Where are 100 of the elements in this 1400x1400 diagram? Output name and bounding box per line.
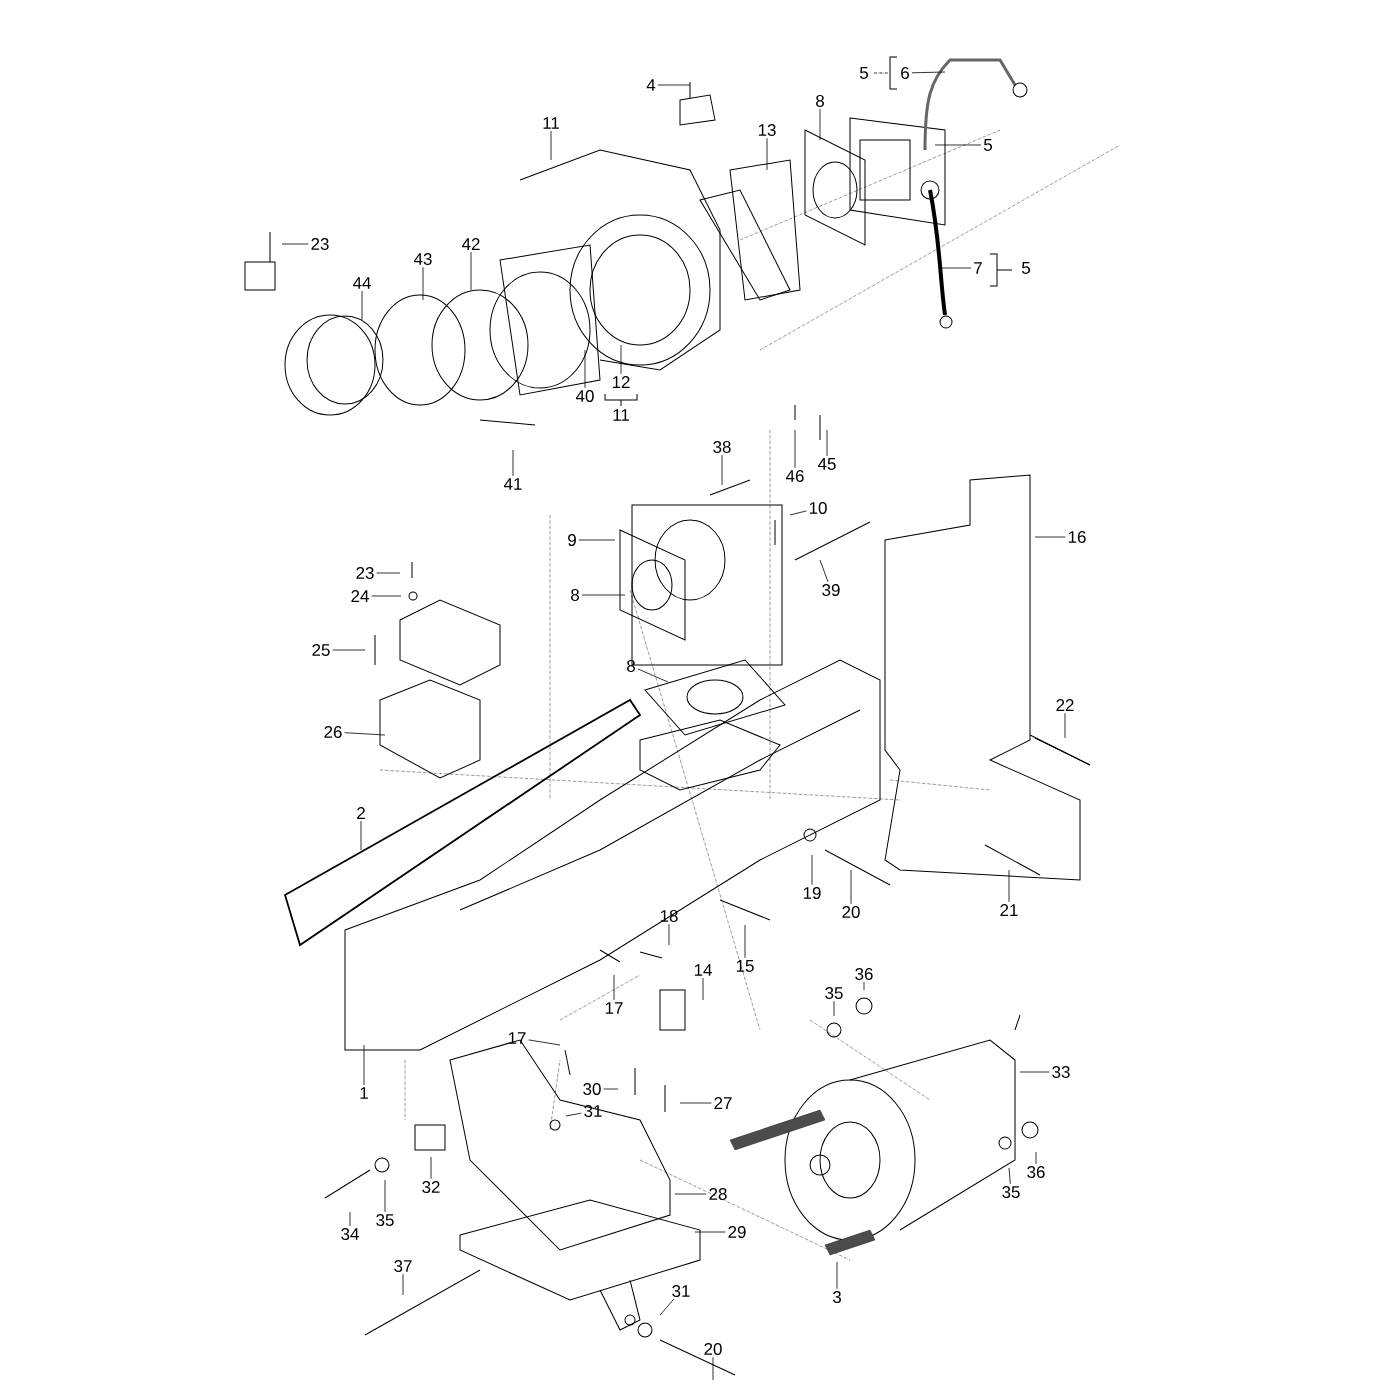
callout-number: 46 bbox=[786, 470, 804, 482]
leader-line bbox=[811, 854, 813, 886]
callout-number: 41 bbox=[504, 478, 522, 490]
callout-number: 10 bbox=[809, 502, 827, 514]
leader-line bbox=[702, 977, 704, 1001]
leader-line bbox=[721, 454, 723, 486]
callout-number: 31 bbox=[584, 1105, 602, 1117]
callout-number: 8 bbox=[816, 95, 824, 107]
leader-line bbox=[1034, 536, 1066, 538]
leader-line bbox=[679, 1102, 712, 1104]
callout-number: 31 bbox=[672, 1285, 690, 1297]
callout-number: 30 bbox=[583, 1083, 601, 1095]
callout-number: 17 bbox=[605, 1002, 623, 1014]
callout-number: 24 bbox=[351, 590, 369, 602]
leader-line bbox=[1008, 869, 1010, 903]
leader-line bbox=[1019, 1071, 1050, 1073]
callout-number: 15 bbox=[736, 960, 754, 972]
leader-line bbox=[344, 732, 386, 736]
leader-line bbox=[826, 429, 828, 457]
callout-number: 4 bbox=[646, 79, 656, 91]
leader-line bbox=[422, 266, 424, 301]
callout-number: 26 bbox=[324, 726, 342, 738]
callout-number: 2 bbox=[357, 807, 365, 819]
callout-number: 25 bbox=[312, 644, 330, 656]
leader-line bbox=[361, 290, 363, 321]
leader-line bbox=[550, 130, 552, 161]
callout-number: 34 bbox=[341, 1228, 359, 1240]
leader-line bbox=[584, 349, 586, 389]
leader-line bbox=[863, 981, 865, 991]
leader-line bbox=[349, 1211, 351, 1227]
leader-line bbox=[565, 1112, 582, 1117]
leader-line bbox=[360, 820, 362, 851]
leader-line bbox=[939, 267, 972, 269]
callout-number: 12 bbox=[612, 376, 630, 388]
callout-number: 39 bbox=[822, 584, 840, 596]
leader-line bbox=[819, 108, 821, 141]
callout-number: 21 bbox=[1000, 904, 1018, 916]
leader-line bbox=[668, 923, 670, 946]
leader-line bbox=[430, 1156, 432, 1180]
callout-number: 38 bbox=[713, 441, 731, 453]
callout-number: 17 bbox=[508, 1032, 526, 1044]
leader-line bbox=[528, 1039, 561, 1046]
callout-number: 28 bbox=[709, 1188, 727, 1200]
leader-line bbox=[512, 449, 514, 477]
leader-line bbox=[1035, 1151, 1037, 1165]
callout-number: 27 bbox=[714, 1097, 732, 1109]
callout-number: 33 bbox=[1052, 1066, 1070, 1078]
leader-line bbox=[603, 1088, 619, 1090]
leader-line bbox=[934, 144, 982, 146]
leader-line bbox=[1008, 1167, 1011, 1185]
callout-number: 44 bbox=[353, 277, 371, 289]
callout-number: 5 bbox=[1022, 262, 1030, 274]
leader-line bbox=[470, 251, 472, 291]
leader-line bbox=[674, 1193, 707, 1195]
callout-number: 8 bbox=[627, 660, 635, 672]
callout-number: 35 bbox=[825, 987, 843, 999]
callout-number: 6 bbox=[901, 67, 909, 79]
leader-line bbox=[657, 84, 691, 86]
leader-line bbox=[766, 137, 768, 171]
callout-number: 19 bbox=[803, 887, 821, 899]
leader-line bbox=[376, 572, 401, 574]
callout-number: 22 bbox=[1056, 699, 1074, 711]
callout-number: 32 bbox=[422, 1181, 440, 1193]
callout-number: 35 bbox=[376, 1214, 394, 1226]
leader-line bbox=[712, 1356, 714, 1381]
leader-line bbox=[694, 1231, 726, 1233]
callout-number: 37 bbox=[394, 1260, 412, 1272]
leader-line bbox=[384, 1179, 386, 1213]
leader-line bbox=[281, 243, 309, 245]
callout-number: 29 bbox=[728, 1226, 746, 1238]
leader-line bbox=[581, 594, 626, 596]
callout-number: 20 bbox=[842, 906, 860, 918]
callout-number: 16 bbox=[1068, 531, 1086, 543]
leader-line bbox=[659, 1298, 675, 1316]
leader-line bbox=[371, 595, 402, 597]
callout-number: 36 bbox=[1027, 1166, 1045, 1178]
callout-number: 23 bbox=[311, 238, 329, 250]
leader-line bbox=[836, 1261, 838, 1290]
callout-number: 5 bbox=[984, 139, 992, 151]
callout-number: 1 bbox=[360, 1087, 368, 1099]
leader-line bbox=[794, 429, 796, 469]
leader-line bbox=[833, 1000, 835, 1017]
callout-number: 43 bbox=[414, 253, 432, 265]
leader-line bbox=[402, 1273, 404, 1296]
callout-number: 11 bbox=[543, 117, 559, 129]
leader-line bbox=[1064, 712, 1066, 739]
callout-number: 36 bbox=[855, 968, 873, 980]
callout-number: 14 bbox=[694, 964, 712, 976]
callout-number: 35 bbox=[1002, 1186, 1020, 1198]
callout-number: 20 bbox=[704, 1343, 722, 1355]
leader-line bbox=[850, 869, 852, 905]
leader-line bbox=[578, 539, 616, 541]
leader-line bbox=[911, 71, 946, 74]
callout-number: 40 bbox=[576, 390, 594, 402]
leader-line bbox=[744, 924, 746, 959]
leader-line bbox=[332, 649, 366, 651]
callout-number: 5 bbox=[860, 67, 868, 79]
callout-number: 45 bbox=[818, 458, 836, 470]
callout-number: 7 bbox=[974, 262, 982, 274]
leader-line bbox=[637, 668, 669, 683]
